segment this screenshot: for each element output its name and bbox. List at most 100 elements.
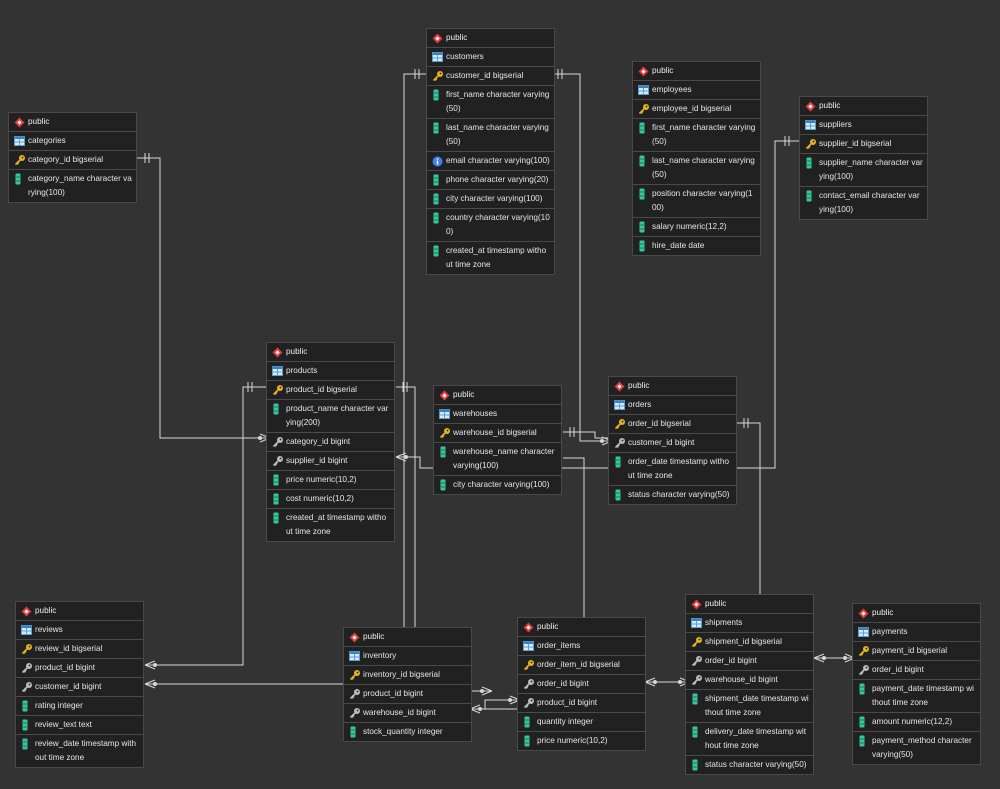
table-schema-label: public (9, 113, 136, 132)
column-row[interactable]: status character varying(50) (686, 756, 813, 774)
column-row[interactable]: customer_id bigserial (427, 67, 554, 86)
column-row[interactable]: category_name character varying(100) (9, 170, 136, 202)
column-icon (432, 121, 446, 135)
column-row[interactable]: customer_id bigint (16, 678, 143, 697)
column-row[interactable]: category_id bigint (267, 433, 394, 452)
column-row[interactable]: review_date timestamp without time zone (16, 735, 143, 767)
column-row[interactable]: order_date timestamp without time zone (609, 453, 736, 486)
column-row[interactable]: position character varying(100) (633, 185, 760, 218)
column-icon (272, 402, 286, 416)
key-icon (858, 644, 872, 658)
column-row[interactable]: supplier_name character varying(100) (800, 154, 927, 187)
column-row[interactable]: warehouse_id bigserial (434, 424, 561, 443)
foreign-key-icon (349, 706, 363, 720)
column-row[interactable]: supplier_id bigserial (800, 135, 927, 154)
column-row[interactable]: warehouse_name character varying(100) (434, 443, 561, 476)
column-row[interactable]: created_at timestamp without time zone (267, 509, 394, 541)
column-row[interactable]: hire_date date (633, 237, 760, 255)
column-row[interactable]: inventory_id bigserial (344, 666, 471, 685)
column-icon (638, 239, 652, 253)
key-icon (691, 635, 705, 649)
column-row[interactable]: payment_method character varying(50) (853, 732, 980, 764)
table-schema-label: public (518, 618, 645, 637)
column-row[interactable]: product_id bigserial (267, 381, 394, 400)
column-row[interactable]: order_id bigint (518, 675, 645, 694)
column-row[interactable]: warehouse_id bigint (686, 671, 813, 690)
column-row[interactable]: customer_id bigint (609, 434, 736, 453)
column-row[interactable]: city character varying(100) (427, 190, 554, 209)
schema-diamond-icon (349, 630, 363, 644)
column-row[interactable]: shipment_date timestamp without time zon… (686, 690, 813, 723)
schema-diamond-icon (691, 597, 705, 611)
table-schema-label: public (633, 62, 760, 81)
column-row[interactable]: city character varying(100) (434, 476, 561, 494)
column-row[interactable]: order_id bigint (853, 661, 980, 680)
column-row[interactable]: price numeric(10,2) (267, 471, 394, 490)
foreign-key-icon (272, 435, 286, 449)
table-name-label: payments (853, 623, 980, 642)
column-row[interactable]: payment_id bigserial (853, 642, 980, 661)
table-schema-label: public (853, 604, 980, 623)
column-row[interactable]: stock_quantity integer (344, 723, 471, 741)
column-row[interactable]: order_id bigint (686, 652, 813, 671)
column-row[interactable]: last_name character varying(50) (427, 119, 554, 152)
column-row[interactable]: category_id bigserial (9, 151, 136, 170)
column-icon (638, 220, 652, 234)
column-row[interactable]: amount numeric(12,2) (853, 713, 980, 732)
column-row[interactable]: product_id bigint (518, 694, 645, 713)
edge-orderitems-products (484, 699, 520, 709)
column-row[interactable]: warehouse_id bigint (344, 704, 471, 723)
column-row[interactable]: country character varying(100) (427, 209, 554, 242)
column-row[interactable]: payment_date timestamp without time zone (853, 680, 980, 713)
column-row[interactable]: first_name character varying(50) (633, 119, 760, 152)
table-name-label: products (267, 362, 394, 381)
column-row[interactable]: delivery_date timestamp without time zon… (686, 723, 813, 756)
column-row[interactable]: order_id bigserial (609, 415, 736, 434)
table-grid-icon (439, 407, 453, 421)
column-row[interactable]: product_name character varying(200) (267, 400, 394, 433)
column-row[interactable]: supplier_id bigint (267, 452, 394, 471)
column-icon (21, 737, 35, 751)
column-icon (523, 715, 537, 729)
table-name-label: reviews (16, 621, 143, 640)
key-icon (432, 69, 446, 83)
column-row[interactable]: contact_email character varying(100) (800, 187, 927, 219)
table-grid-icon (349, 649, 363, 663)
column-row[interactable]: product_id bigint (344, 685, 471, 704)
schema-diamond-icon (523, 620, 537, 634)
column-row[interactable]: last_name character varying(50) (633, 152, 760, 185)
column-row[interactable]: first_name character varying(50) (427, 86, 554, 119)
key-icon (272, 383, 286, 397)
column-row[interactable]: product_id bigint (16, 659, 143, 678)
column-row[interactable]: shipment_id bigserial (686, 633, 813, 652)
column-row[interactable]: created_at timestamp without time zone (427, 242, 554, 274)
column-row[interactable]: status character varying(50) (609, 486, 736, 504)
column-row[interactable]: review_id bigserial (16, 640, 143, 659)
column-icon (21, 718, 35, 732)
column-row[interactable]: salary numeric(12,2) (633, 218, 760, 237)
column-row[interactable]: quantity integer (518, 713, 645, 732)
column-row[interactable]: email character varying(100) (427, 152, 554, 171)
column-row[interactable]: review_text text (16, 716, 143, 735)
column-row[interactable]: order_item_id bigserial (518, 656, 645, 675)
edge-inventory-products-b (396, 386, 416, 630)
column-row[interactable]: phone character varying(20) (427, 171, 554, 190)
column-row[interactable]: employee_id bigserial (633, 100, 760, 119)
column-row[interactable]: cost numeric(10,2) (267, 490, 394, 509)
column-row[interactable]: rating integer (16, 697, 143, 716)
column-icon (691, 758, 705, 772)
column-row[interactable]: price numeric(10,2) (518, 732, 645, 750)
key-icon (523, 658, 537, 672)
